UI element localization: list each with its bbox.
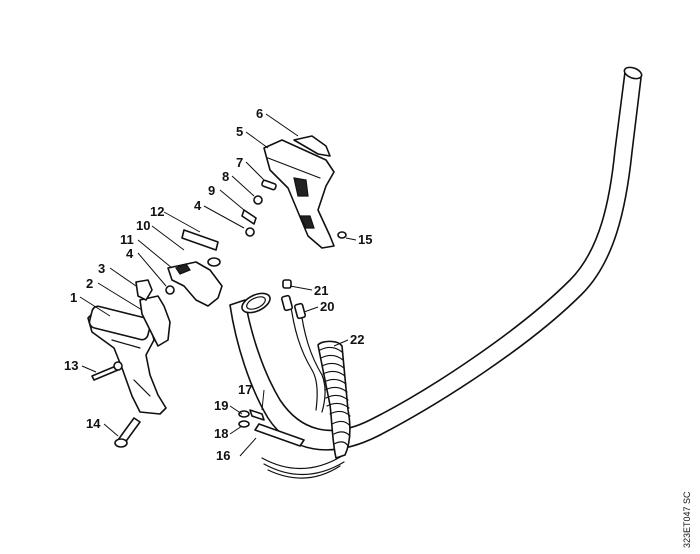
coil-hose-22 xyxy=(261,340,351,479)
screw-13 xyxy=(91,361,123,381)
callout-17: 17 xyxy=(238,382,252,397)
callout-7: 7 xyxy=(236,155,243,170)
callout-1: 1 xyxy=(70,290,77,305)
small-parts-4-7-8-9 xyxy=(241,179,277,237)
callout-9: 9 xyxy=(208,183,215,198)
callout-4-lower: 4 xyxy=(126,246,134,261)
callout-13: 13 xyxy=(64,358,78,373)
callout-10: 10 xyxy=(136,218,150,233)
side-cover-2 xyxy=(139,295,171,347)
callout-20: 20 xyxy=(320,299,334,314)
callout-22: 22 xyxy=(350,332,364,347)
callout-14: 14 xyxy=(86,416,101,431)
callout-3: 3 xyxy=(98,261,105,276)
callout-21: 21 xyxy=(314,283,328,298)
upper-housing-5 xyxy=(263,139,335,249)
callout-4-upper: 4 xyxy=(194,198,202,213)
drawing-code: 323ET047 SC xyxy=(682,491,692,548)
callout-19: 19 xyxy=(214,398,228,413)
callout-16: 16 xyxy=(216,448,230,463)
handle-housing-1 xyxy=(87,305,167,415)
throttle-trigger-10-11 xyxy=(167,229,223,307)
handle-tube xyxy=(229,66,643,451)
callout-15: 15 xyxy=(358,232,372,247)
bolt-14 xyxy=(114,417,141,448)
callout-numbers: 1 2 3 4 11 10 12 4 9 8 7 5 6 15 13 14 16… xyxy=(64,106,372,463)
callout-5: 5 xyxy=(236,124,243,139)
callout-18: 18 xyxy=(214,426,228,441)
cable-connectors-20-21 xyxy=(280,279,326,413)
spring-4-lower xyxy=(165,285,175,295)
small-parts-16-19 xyxy=(238,409,305,447)
leader-lines xyxy=(79,113,357,457)
nut-15 xyxy=(337,231,347,239)
callout-6: 6 xyxy=(256,106,263,121)
callout-2: 2 xyxy=(86,276,93,291)
callout-8: 8 xyxy=(222,169,229,184)
cap-6 xyxy=(293,135,331,157)
trigger-3 xyxy=(135,279,153,301)
callout-11: 11 xyxy=(120,232,134,247)
callout-12: 12 xyxy=(150,204,164,219)
